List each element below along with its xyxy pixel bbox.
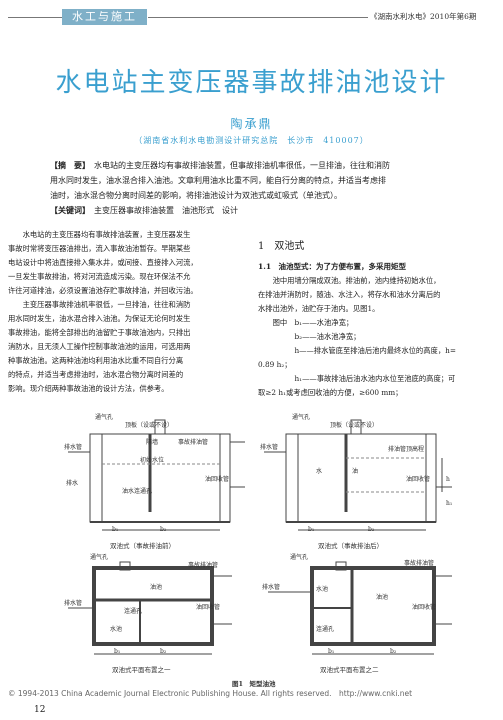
subsection-title: 1.1 油池型式：为了方便布置，多采用矩型 [258,262,407,271]
copyright-notice: © 1994-2013 China Academic Journal Elect… [8,689,413,698]
fig-label: 水池 [110,626,123,633]
article-title: 水电站主变压器事故排油池设计 [55,68,448,98]
article-author: 陶承鼎 [230,117,273,131]
figure-panel-caption: 双池式（事故排油前） [110,542,175,550]
keywords-line: 【关键词】 主变压器事故排油装置 油池形式 设计 [50,203,470,218]
fig-label: 顶板（设或不设） [330,422,379,429]
fig-label: 排水 [66,480,79,487]
fig-label: b₁ [308,526,315,533]
body-line: h——排水管底至排油后池内最终水位的高度，h= [258,346,456,355]
fig-label: b₂ [160,526,167,533]
fig-label: 排油管顶高程 [388,446,425,453]
fig-label: b₁ [328,648,335,655]
body-line: 许往河道排油，必须设置油池存贮事故排油，并回收污油。 [8,286,198,295]
abstract-tag: 【摘 要】 [50,160,86,170]
body-line: 主变压器事故排油机率很低，一旦排油，往往和消防 [8,300,191,309]
abstract-text-2: 用水同时发生，油水混合排入油池。文章利用油水比重不同，能自行分离的特点，并适当考… [50,176,386,185]
abstract: 【摘 要】 水电站的主变压器均有事故排油装置，但事故排油机率很低，一旦排油，往往… [50,158,470,218]
fig-label: 连通孔 [124,608,143,615]
header-rule-right [148,17,368,18]
fig-label: 通气孔 [290,554,309,561]
figure-panel-caption: 双池式平面布置之一 [112,666,171,674]
body-line: 用水同时发生，油水混合排入油池。为保证无论何时发生 [8,314,191,323]
body-line: 电站设计中将油直接排入集水井，或间接、直接排入河流， [8,258,198,267]
body-line: 0.89 h₂； [258,360,292,369]
abstract-text-3: 油时，油水混合物分离时间差的影响，将排油池设计为双池式或虹吸式（单池式）。 [50,191,342,200]
fig-label: 初始水位 [140,457,165,464]
fig-label: 事故排油管 [404,560,435,567]
body-line: 种事故油池。这两种油池均利用油水比重不同自行分离 [8,356,184,365]
body-line: 事故时常将变压器油排出，流入事故油池暂存。早期某些 [8,244,191,253]
fig-label: 排水管 [262,584,281,591]
page-number: 12 [34,705,46,715]
body-line: 池中用墙分隔成双池。排油前，池内维持初始水位， [258,276,441,285]
section-tab: 水工与施工 [62,9,147,25]
body-line: 事故排油，能将全部排出的油留贮于事故油池内，只排出 [8,328,191,337]
fig-label: 水 [316,468,323,475]
fig-label: b₂ [160,648,167,655]
body-line: 图中 b₁——水池净宽； [258,318,354,327]
fig-label: 通气孔 [292,414,311,421]
abstract-text-1: 水电站的主变压器均有事故排油装置，但事故排油机率很低，一旦排油，往往和消防 [94,161,390,170]
body-line: 一旦发生事故排油，将对河流造成污染。现在环保法不允 [8,272,191,281]
fig-label: b₂ [390,648,397,655]
fig-label: 连通孔 [316,626,335,633]
fig-label: 油池 [376,594,389,601]
body-line: 影响。现介绍两种事故油池的设计方法，供参考。 [8,384,169,393]
fig-label: 油回收管 [205,476,230,483]
abstract-line: 【摘 要】 水电站的主变压器均有事故排油装置，但事故排油机率很低，一旦排油，往往… [50,158,470,173]
header-rule-left [8,17,70,18]
article-affiliation: （湖南省水利水电勘测设计研究总院 长沙市 410007） [134,136,369,145]
fig-label: 顶板（设或不设） [125,422,174,429]
fig-label: 油回收管 [406,476,431,483]
fig-label: b₂ [368,526,375,533]
figure-panel-3 [68,561,232,655]
journal-issue: 《湖南水利水电》2010年第6期 [370,12,477,21]
fig-label: 事故排油管 [188,562,219,569]
figure-panel-1 [68,419,245,531]
figure-panel-caption: 双池式（事故排油后） [318,542,383,550]
fig-label: 通气孔 [90,554,109,561]
fig-label: 油池 [150,584,163,591]
body-line: h₁——事故排油后油水池内水位至池底的高度；可 [258,374,456,383]
body-line: 消防水，且无须人工操作控制事故油池的运用，可选用两 [8,342,191,351]
fig-label: 事故排油管 [178,439,209,446]
body-line: 水排出池外，油贮存于池内。见图1。 [258,304,380,313]
figure-panel-2 [264,419,452,531]
fig-label: 油 [352,468,359,475]
body-line: 取≥2 h₁或考虑回收油的方便，≥600 mm； [258,388,403,397]
fig-label: 排水管 [64,444,83,451]
figure-panel-4 [268,561,452,655]
fig-label: b₁ [112,526,119,533]
fig-label: 油水连通孔 [122,488,153,495]
left-column: 水电站的主变压器均有事故排油装置，主变压器发生 事故时常将变压器油排出，流入事故… [8,228,244,396]
body-line: b₂——油水池净宽； [258,332,361,341]
keywords-tag: 【关键词】 [50,205,86,215]
fig-label: h₁ [446,500,453,507]
figure-caption: 图1 矩型油池 [232,680,276,688]
fig-label: 通气孔 [95,414,114,421]
body-line: 水电站的主变压器均有事故排油装置，主变压器发生 [8,230,191,239]
fig-label: 油回收管 [412,604,437,611]
keywords-text: 主变压器事故排油装置 油池形式 设计 [94,206,238,215]
fig-label: b₁ [114,648,121,655]
fig-label: h [446,476,450,483]
fig-label: 排水管 [64,600,83,607]
fig-label: 油回收管 [196,604,221,611]
right-column: 1 双池式 1.1 油池型式：为了方便布置，多采用矩型 池中用墙分隔成双池。排油… [258,237,498,400]
fig-label: 排水管 [260,444,279,451]
fig-label: 隔墙 [146,439,159,446]
body-line: 在排油并消防时，随油、水注入，将存水和油水分离后的 [258,290,441,299]
figure-panel-caption: 双池式平面布置之二 [320,666,379,674]
section-title: 1 双池式 [258,241,305,252]
fig-label: 水池 [316,586,329,593]
body-line: 的特点，并适当考虑排油时，油水混合物分离时间差的 [8,370,184,379]
